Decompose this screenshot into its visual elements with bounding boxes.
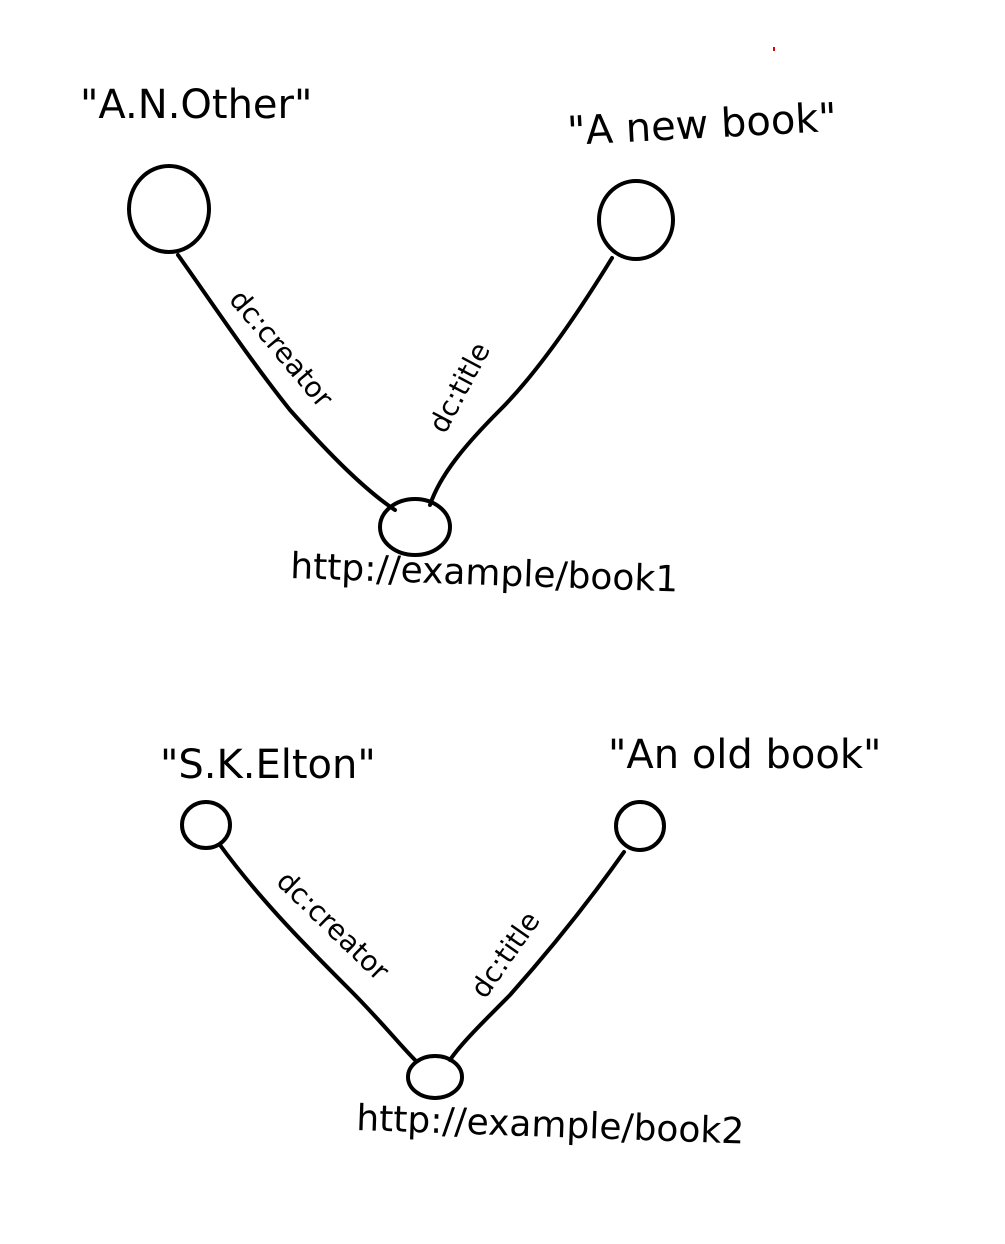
predicate-title-book2: dc:title [464,905,547,1004]
literal-creator-book2: "S.K.Elton" [160,742,376,788]
node-title-book1 [597,179,675,261]
node-subject-book1 [378,497,452,557]
graph-book2: "S.K.Elton" "An old book" dc:creator dc:… [160,732,881,1153]
node-creator-book1 [127,164,211,254]
edge-title-book2 [448,850,626,1062]
subject-book1: http://example/book1 [290,546,679,601]
graph-book1: "A.N.Other" "A new book" dc:creator dc:t… [80,82,838,601]
subject-book2: http://example/book2 [356,1098,745,1153]
edge-creator-book1 [176,253,397,512]
predicate-creator-book1: dc:creator [223,283,340,414]
literal-creator-book1: "A.N.Other" [80,82,312,128]
node-creator-book2 [180,800,232,850]
literal-title-book1: "A new book" [566,95,838,155]
edge-title-book1 [428,256,614,507]
ink-speck [773,47,775,51]
edge-creator-book2 [218,843,417,1062]
node-title-book2 [614,800,666,852]
node-subject-book2 [406,1054,464,1100]
literal-title-book2: "An old book" [608,732,881,778]
